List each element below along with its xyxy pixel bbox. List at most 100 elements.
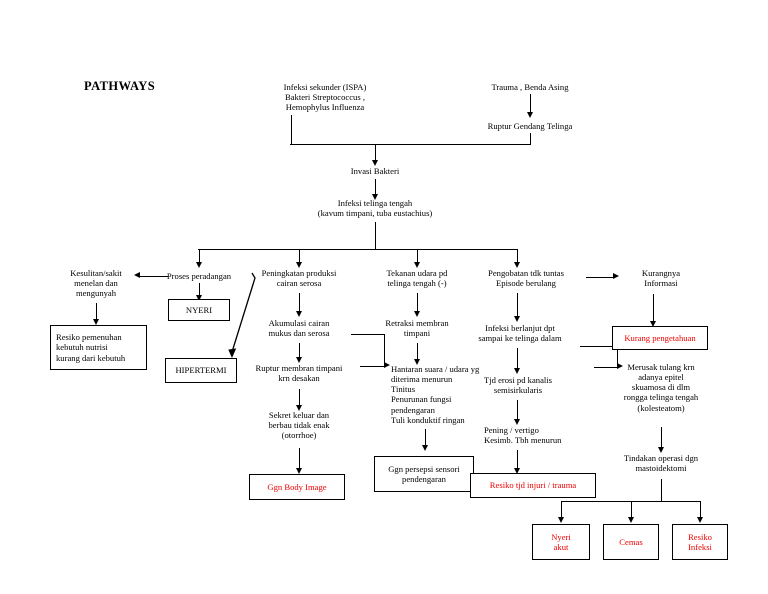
connector-peningkatan-to-akumulasi: [298, 293, 300, 313]
arrowhead-sekret-to-body-image: [295, 468, 302, 474]
node-merusak-tulang: Merusak tulang krn adanya epitel skuamos…: [623, 362, 699, 413]
node-pening-vertigo: Pening / vertigo Kesimb. Tbh menurun: [484, 425, 562, 446]
arrowhead-hantaran-to-persepsi: [421, 445, 428, 451]
box-resiko-injuri[interactable]: Resiko tjd injuri / trauma: [470, 473, 596, 498]
connector-pengobatan-to-berlanjut: [516, 293, 518, 318]
connector-merge-to-invasi: [374, 144, 376, 162]
arrowhead-outcome-nyeri-akut: [558, 517, 565, 523]
connector-pengobatan-to-kurangnya: [586, 276, 614, 278]
box-resiko-infeksi[interactable]: Resiko Infeksi: [672, 524, 728, 560]
connector-sekret-to-body-image: [298, 448, 300, 470]
arrowhead-pengobatan-to-kurangnya: [613, 273, 619, 280]
arrowhead-kurangnya-to-pengetahuan: [649, 321, 656, 327]
connector-erosi-to-pening: [516, 400, 518, 421]
node-kesulitan-menelan: Kesulitan/sakit menelan dan mengunyah: [70, 268, 122, 299]
node-tjd-erosi: Tjd erosi pd kanalis semisirkularis: [483, 375, 553, 396]
node-kurangnya-informasi: Kurangnya Informasi: [641, 268, 681, 289]
connector-tekanan-to-retraksi: [416, 293, 418, 313]
box-resiko-nutrisi[interactable]: Resiko pemenuhan kebutuh nutrisi kurang …: [50, 325, 147, 370]
box-hipertermi[interactable]: HIPERTERMI: [165, 358, 237, 383]
arrowhead-branch-2: [295, 262, 302, 268]
node-ruptur-membran: Ruptur membran timpani krn desakan: [255, 363, 343, 384]
arrowhead-berlanjut-to-erosi: [513, 368, 520, 374]
arrowhead-kesulitan-to-nutrisi: [92, 319, 99, 325]
box-ggn-body-image[interactable]: Ggn Body Image: [249, 474, 345, 500]
arrowhead-branch-1: [195, 262, 202, 268]
arrowhead-trauma-to-ruptur: [526, 112, 533, 118]
connector-merusak-to-tindakan: [660, 427, 662, 449]
connector-kesulitan-to-nutrisi: [95, 303, 97, 321]
arrowhead-branch-3: [413, 262, 420, 268]
node-pengobatan-tdk-tuntas: Pengobatan tdk tuntas Episode berulang: [488, 268, 564, 289]
connector-distribution-bar: [198, 249, 517, 251]
arrowhead-outcome-resiko-infeksi: [697, 517, 704, 523]
connector-ruptur-down: [529, 133, 531, 145]
box-cemas[interactable]: Cemas: [603, 524, 659, 560]
box-nyeri-akut[interactable]: Nyeri akut: [532, 524, 590, 560]
connector-branch-1: [198, 249, 200, 264]
page-title: PATHWAYS: [84, 79, 156, 93]
connector-retraksi-to-hantaran: [416, 343, 418, 362]
node-tekanan-udara: Tekanan udara pd telinga tengah (-): [386, 268, 448, 289]
node-tindakan-operasi: Tindakan operasi dgn mastoidektomi: [623, 453, 699, 474]
connector-akumulasi-elbow-h1: [351, 333, 385, 335]
node-sekret-keluar: Sekret keluar dan berbau tidak enak (oto…: [268, 410, 330, 441]
node-invasi-bakteri: Invasi Bakteri: [350, 166, 400, 176]
connector-ruptur-to-sekret: [298, 389, 300, 407]
arrowhead-peningkatan-to-akumulasi: [295, 311, 302, 317]
arrowhead-pengobatan-to-berlanjut: [513, 316, 520, 322]
box-ggn-persepsi[interactable]: Ggn persepsi sensori pendengaran: [374, 456, 474, 492]
node-infeksi-berlanjut: Infeksi berlanjut dpt sampai ke telinga …: [478, 323, 562, 344]
connector-trauma-to-ruptur: [529, 94, 531, 113]
connector-pening-to-injuri: [516, 450, 518, 470]
connector-branch-3: [416, 249, 418, 264]
connector-branch-4: [516, 249, 518, 264]
connector-akumulasi-elbow-v: [384, 333, 386, 367]
connector-tindakan-down: [660, 479, 662, 502]
arrowhead-ruptur-to-sekret: [295, 405, 302, 411]
arrowhead-invasi-to-infeksi-tengah: [371, 194, 378, 200]
connector-outcome-2: [630, 501, 632, 519]
arrowhead-outcome-cemas: [627, 517, 634, 523]
connector-berlanjut-elbow-h2: [594, 366, 618, 368]
node-akumulasi-cairan: Akumulasi cairan mukus dan serosa: [268, 318, 330, 339]
connector-outcome-3: [700, 501, 702, 519]
node-proses-peradangan: Proses peradangan: [166, 271, 232, 281]
connector-peradangan-to-nyeri: [198, 283, 200, 297]
connector-berlanjut-elbow-h1: [580, 345, 618, 347]
connector-berlanjut-elbow-v: [617, 345, 619, 368]
connector-kurangnya-to-pengetahuan: [652, 294, 654, 323]
arrowhead-branch-4: [513, 262, 520, 268]
arrowhead-peradangan-to-kesulitan: [134, 272, 140, 279]
connector-merge-bar: [290, 144, 530, 146]
node-retraksi-membran: Retraksi membran timpani: [385, 318, 449, 339]
arrowhead-tekanan-to-retraksi: [413, 311, 420, 317]
node-trauma: Trauma , Benda Asing: [491, 82, 569, 92]
box-nyeri[interactable]: NYERI: [168, 299, 230, 321]
arrowhead-berlanjut-to-merusak: [617, 363, 623, 370]
box-kurang-pengetahuan[interactable]: Kurang pengetahuan: [612, 326, 708, 350]
arrowhead-merge-to-invasi: [371, 160, 378, 166]
arrowhead-peradangan-to-nyeri: [195, 295, 202, 301]
node-peningkatan-produksi: Peningkatan produksi cairan serosa: [261, 268, 337, 289]
connector-peradangan-to-kesulitan: [140, 275, 168, 277]
arrowhead-erosi-to-pening: [513, 419, 520, 425]
connector-akumulasi-to-ruptur: [298, 343, 300, 359]
connector-berlanjut-to-erosi: [516, 348, 518, 370]
connector-branch-2: [298, 249, 300, 264]
node-hantaran-suara: Hantaran suara / udara yg diterima menur…: [391, 364, 480, 425]
node-infeksi-sekunder: Infeksi sekunder (ISPA) Bakteri Streptoc…: [283, 82, 367, 113]
node-infeksi-telinga-tengah: Infeksi telinga tengah (kavum timpani, t…: [317, 198, 433, 219]
connector-infeksi-down: [290, 115, 292, 145]
arrowhead-pening-to-injuri: [513, 468, 520, 474]
arrowhead-akumulasi-to-hantaran: [384, 362, 390, 369]
connector-outcome-1: [561, 501, 563, 519]
arrowhead-merusak-to-tindakan: [657, 447, 664, 453]
arrowhead-akumulasi-to-ruptur: [295, 357, 302, 363]
connector-invasi-to-infeksi-tengah: [374, 179, 376, 196]
connector-hantaran-to-persepsi: [424, 429, 426, 447]
connector-akumulasi-elbow-h2: [360, 365, 385, 367]
arrowhead-retraksi-to-hantaran: [413, 359, 420, 365]
node-ruptur-gendang: Ruptur Gendang Telinga: [487, 121, 573, 131]
